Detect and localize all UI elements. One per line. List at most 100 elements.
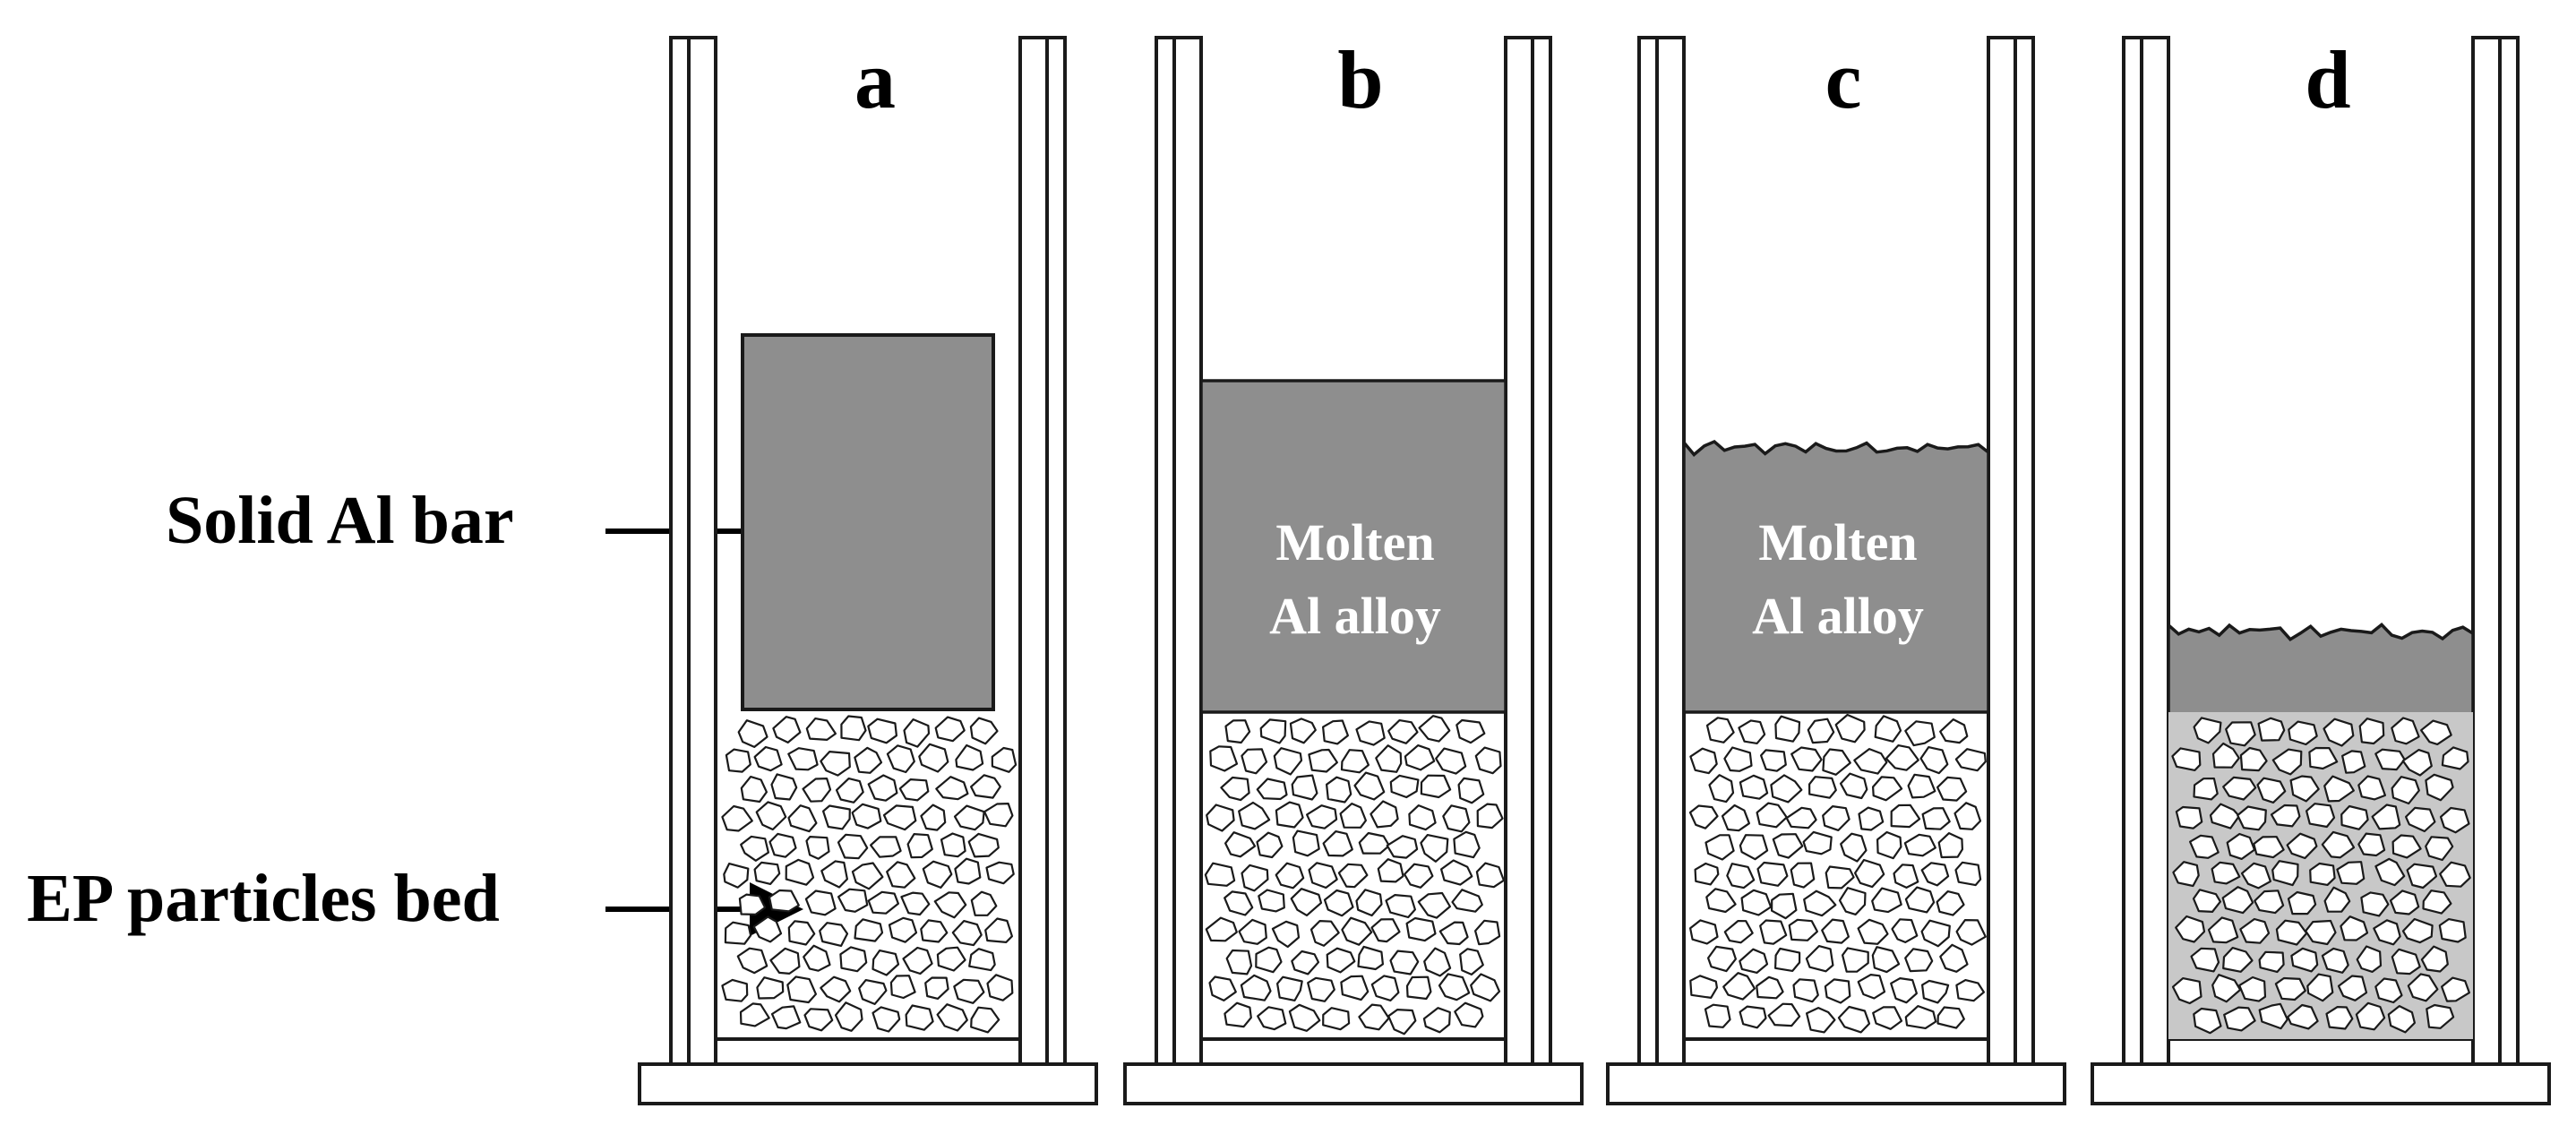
ep-particle	[752, 915, 783, 943]
ep-particle	[1454, 1001, 1484, 1028]
ep-particle	[1418, 715, 1451, 743]
ep-particle	[1739, 948, 1769, 974]
ep-particle	[2358, 718, 2385, 745]
ep-particle	[1822, 748, 1851, 776]
ep-particle	[2441, 746, 2469, 770]
ep-particle	[1240, 974, 1272, 1001]
ep-particle	[1370, 800, 1399, 829]
ep-particle	[2441, 976, 2470, 1002]
ep-particle	[870, 836, 902, 858]
ep-particle	[1457, 777, 1485, 804]
ep-particle	[2209, 803, 2240, 829]
ep-particle	[1256, 831, 1284, 859]
ep-particle	[1904, 886, 1936, 914]
ep-particle	[1939, 718, 1969, 744]
ep-particle	[2171, 747, 2202, 771]
ep-particle	[1954, 748, 1987, 772]
ep-particle	[2422, 889, 2452, 915]
ep-particle	[1723, 920, 1754, 944]
ep-particle	[2387, 1005, 2416, 1034]
ep-particle	[739, 1002, 770, 1027]
ep-particle	[1939, 943, 1969, 973]
ep-particle	[905, 1004, 934, 1031]
ep-particle	[1225, 949, 1253, 975]
ep-particle	[1770, 774, 1803, 804]
ep-particle	[1955, 919, 1987, 946]
ep-particle	[983, 803, 1014, 828]
ep-particle	[2253, 836, 2285, 859]
ep-particle	[786, 975, 817, 1004]
ep-particle	[985, 861, 1015, 885]
ep-particle	[2271, 748, 2303, 776]
ep-particle	[1259, 718, 1287, 744]
ep-particle	[1921, 807, 1951, 830]
ep-particle	[1291, 950, 1320, 975]
ep-particle	[934, 716, 966, 743]
ep-particle	[1837, 1005, 1871, 1034]
ep-particle	[2306, 803, 2336, 829]
ep-particle	[2271, 860, 2299, 887]
ep-particle	[1871, 887, 1902, 914]
ep-particle	[2223, 1006, 2256, 1032]
ep-particle	[1306, 804, 1338, 829]
ep-particle	[1420, 834, 1449, 863]
ep-particle	[1872, 1006, 1903, 1030]
ep-particle	[1326, 947, 1356, 974]
ep-particle	[2239, 917, 2271, 944]
ep-particle	[2356, 945, 2383, 973]
ep-particle	[1688, 804, 1719, 829]
ep-particle	[1704, 1003, 1731, 1028]
ep-particle	[1807, 718, 1835, 744]
ep-particle	[2391, 948, 2421, 975]
ep-particle	[2193, 717, 2222, 744]
ep-particle	[1387, 719, 1419, 744]
ep-particle	[882, 804, 917, 831]
ep-particle	[1308, 862, 1338, 889]
ep-particle	[898, 778, 930, 802]
ep-particle	[1907, 773, 1936, 799]
left-outer-wall	[1155, 36, 1176, 1066]
ep-particle	[2405, 806, 2436, 833]
ep-particle	[1377, 858, 1404, 883]
ep-particle	[867, 774, 898, 802]
ep-particle	[1408, 804, 1437, 831]
ep-particle	[2289, 775, 2320, 803]
ep-particle	[2305, 919, 2337, 946]
ep-particle	[1405, 916, 1437, 942]
ep-particle	[986, 974, 1014, 1001]
molten-al-alloy	[1199, 379, 1507, 714]
ep-particle	[1224, 719, 1251, 744]
ep-particle	[1790, 746, 1823, 772]
ep-particle	[1339, 803, 1367, 829]
ep-particle	[2240, 862, 2271, 889]
ep-particle	[1726, 863, 1756, 889]
left-inner-wall	[1655, 36, 1686, 1066]
ep-particle	[721, 804, 753, 832]
base-plate	[2091, 1062, 2551, 1105]
ep-particle	[805, 836, 830, 860]
ep-particle	[1705, 717, 1735, 743]
ep-particle	[902, 946, 933, 975]
ep-particle	[1404, 863, 1434, 889]
ep-particle	[2270, 804, 2301, 828]
ep-particle	[1340, 975, 1370, 1001]
ep-particle	[803, 1008, 834, 1032]
ep-particle	[1689, 919, 1719, 945]
ep-particle	[1224, 1001, 1252, 1028]
molten-label-line: Molten	[1758, 513, 1917, 572]
ep-particle	[1771, 892, 1798, 920]
ep-particle	[1876, 830, 1902, 860]
ep-particle	[1825, 865, 1855, 889]
ep-particle	[969, 717, 999, 745]
ep-particle	[1435, 747, 1467, 775]
ep-particle	[1839, 772, 1868, 800]
ep-particle	[2391, 776, 2420, 805]
ep-particle	[906, 833, 933, 859]
ep-particle	[1256, 778, 1288, 801]
ep-particle	[1723, 746, 1753, 772]
ep-particle	[820, 751, 851, 777]
ep-particle	[1767, 1002, 1801, 1027]
ep-particle	[1871, 946, 1901, 974]
ep-particle	[1389, 774, 1420, 799]
